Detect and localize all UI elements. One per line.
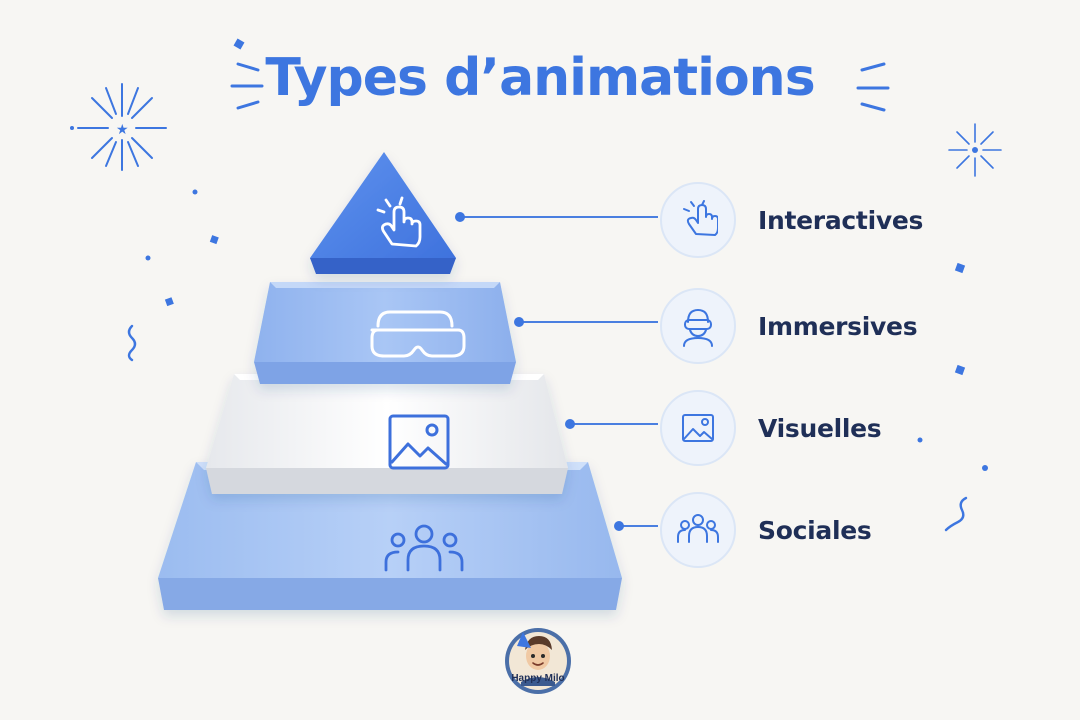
connector-immersives [514,317,658,327]
vr-headset-icon [370,310,466,358]
happy-milo-logo: Happy Milo [503,626,573,696]
image-icon [660,390,736,466]
logo-label: Happy Milo [511,673,565,684]
tier-row-interactives: Interactives [660,180,1020,260]
firework-left-icon [77,83,167,171]
connector-visuelles [565,419,658,429]
svg-text:★: ★ [116,122,129,138]
group-people-icon [660,492,736,568]
image-icon [388,414,450,470]
page-title: Types d’animations [265,48,815,108]
vr-headset-person-icon [660,288,736,364]
tier-row-visuelles: Visuelles [660,388,1020,468]
pyramid-tier-visuelles [206,374,568,494]
tier-label-visuelles: Visuelles [758,413,882,443]
happy-milo-mascot-icon [505,628,571,694]
tier-row-immersives: Immersives [660,286,1020,366]
touch-hand-icon [660,182,736,258]
group-people-icon [384,524,464,572]
connector-sociales [614,521,658,531]
firework-right-icon [948,123,1002,177]
tier-label-sociales: Sociales [758,515,872,545]
tier-label-interactives: Interactives [758,205,924,235]
pyramid-tier-immersives [254,282,516,384]
tier-row-sociales: Sociales [660,490,1020,570]
touch-hand-icon [376,196,422,248]
connector-interactives [455,212,658,222]
tier-label-immersives: Immersives [758,311,918,341]
